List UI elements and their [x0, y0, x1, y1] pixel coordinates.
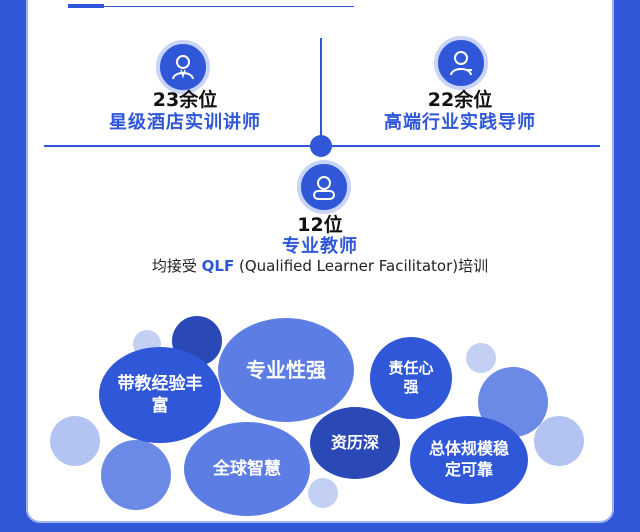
- center-dot: [310, 135, 332, 157]
- decor-bubble: [466, 343, 496, 373]
- bubble-professional-text: 专业性强: [246, 358, 326, 382]
- vertical-divider: [320, 38, 322, 146]
- teacher-icon: [156, 40, 210, 94]
- bubble-professional: 专业性强: [218, 318, 354, 422]
- stat-number-mentors: 22余位: [427, 89, 493, 111]
- bubble-responsibility: 责任心强: [370, 337, 452, 419]
- decor-bubble: [101, 440, 171, 510]
- stat-label-mentors: 高端行业实践导师: [384, 112, 536, 133]
- stat-label-trainers: 星级酒店实训讲师: [109, 112, 261, 133]
- bubble-stable-scale-text: 总体规模稳定可靠: [428, 439, 509, 479]
- training-description: 均接受 QLF (Qualified Learner Facilitator)培…: [40, 255, 600, 276]
- description-prefix: 均接受: [151, 257, 202, 275]
- bubble-global-wisdom: 全球智慧: [184, 422, 310, 516]
- bubble-global-wisdom-text: 全球智慧: [213, 458, 281, 479]
- decor-bubble: [308, 478, 338, 508]
- bubble-experience-text: 带教经验丰富: [117, 373, 203, 416]
- bubble-responsibility-text: 责任心强: [388, 358, 434, 397]
- stat-number-teachers: 12位: [297, 214, 343, 236]
- header-rule: [104, 6, 354, 7]
- bubble-seniority-text: 资历深: [330, 432, 379, 452]
- description-suffix: (Qualified Learner Facilitator)培训: [234, 257, 489, 275]
- decor-bubble: [534, 416, 584, 466]
- bubble-stable-scale: 总体规模稳定可靠: [410, 416, 528, 504]
- person-icon: [297, 160, 351, 214]
- description-highlight: QLF: [201, 257, 235, 275]
- stat-label-teachers: 专业教师: [282, 236, 358, 257]
- mentor-icon: [434, 36, 488, 90]
- header-accent-bar: [68, 4, 104, 8]
- stat-number-trainers: 23余位: [152, 89, 218, 111]
- bubble-seniority: 资历深: [310, 407, 400, 479]
- bubble-experience: 带教经验丰富: [99, 347, 221, 443]
- decor-bubble: [50, 416, 100, 466]
